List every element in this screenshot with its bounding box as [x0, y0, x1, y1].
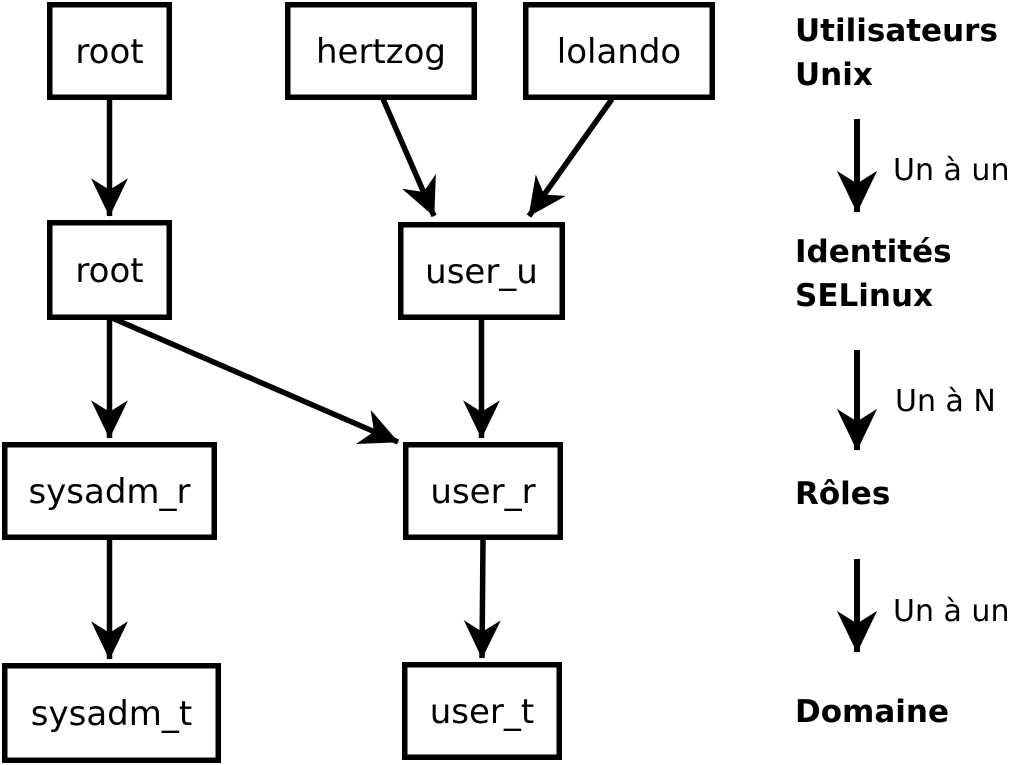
node-role-user-r: user_r — [403, 442, 563, 540]
node-role-user-r-label: user_r — [430, 472, 535, 512]
legend-roles: Rôles — [795, 476, 890, 512]
node-domain-sysadm-t-box — [2, 663, 221, 763]
node-domain-sysadm-t: sysadm_t — [2, 663, 221, 763]
legend-column: Utilisateurs Unix Un à un Identités SELi… — [795, 13, 1009, 730]
node-domain-user-t-label: user_t — [430, 692, 535, 732]
node-selinux-root-label: root — [75, 251, 143, 291]
legend-label-one-to-n: Un à N — [895, 384, 996, 419]
node-selinux-user-u-box — [398, 222, 565, 320]
node-selinux-root: root — [47, 220, 172, 320]
node-unix-lolando-label: lolando — [557, 32, 681, 72]
edge-user-r-to-user-t — [463, 538, 501, 659]
node-unix-hertzog: hertzog — [285, 2, 477, 100]
node-unix-root: root — [47, 2, 172, 100]
node-selinux-root-box — [47, 220, 172, 320]
legend-unix-users-line2: Unix — [795, 57, 873, 93]
diagram-nodes: root hertzog lolando root user_u sysadm_… — [2, 2, 715, 763]
node-unix-hertzog-label: hertzog — [316, 32, 446, 72]
legend-label-one-to-one-1: Un à un — [893, 153, 1009, 188]
diagram-edges — [91, 97, 615, 660]
legend-selinux-identities-line2: SELinux — [795, 278, 933, 314]
node-role-sysadm-r-box — [2, 442, 217, 540]
edge-root-to-user-r — [110, 315, 400, 445]
node-domain-user-t-box — [402, 662, 562, 760]
node-selinux-user-u: user_u — [398, 222, 565, 320]
legend-domain: Domaine — [795, 694, 949, 730]
legend-selinux-identities-line1: Identités — [795, 234, 952, 270]
edge-hertzog-to-user-u — [380, 97, 437, 218]
legend-label-one-to-one-2: Un à un — [893, 594, 1009, 629]
node-selinux-user-u-label: user_u — [425, 252, 538, 292]
node-unix-root-label: root — [75, 32, 143, 72]
node-role-sysadm-r-label: sysadm_r — [28, 472, 190, 512]
node-domain-user-t: user_t — [402, 662, 562, 760]
node-unix-lolando: lolando — [523, 2, 715, 100]
node-unix-lolando-box — [523, 2, 715, 100]
node-role-sysadm-r: sysadm_r — [2, 442, 217, 540]
edge-lolando-to-user-u — [526, 97, 615, 218]
node-domain-sysadm-t-label: sysadm_t — [31, 694, 192, 734]
node-role-user-r-box — [403, 442, 563, 540]
node-unix-hertzog-box — [285, 2, 477, 100]
node-unix-root-box — [47, 2, 172, 100]
legend-unix-users-line1: Utilisateurs — [795, 13, 998, 49]
